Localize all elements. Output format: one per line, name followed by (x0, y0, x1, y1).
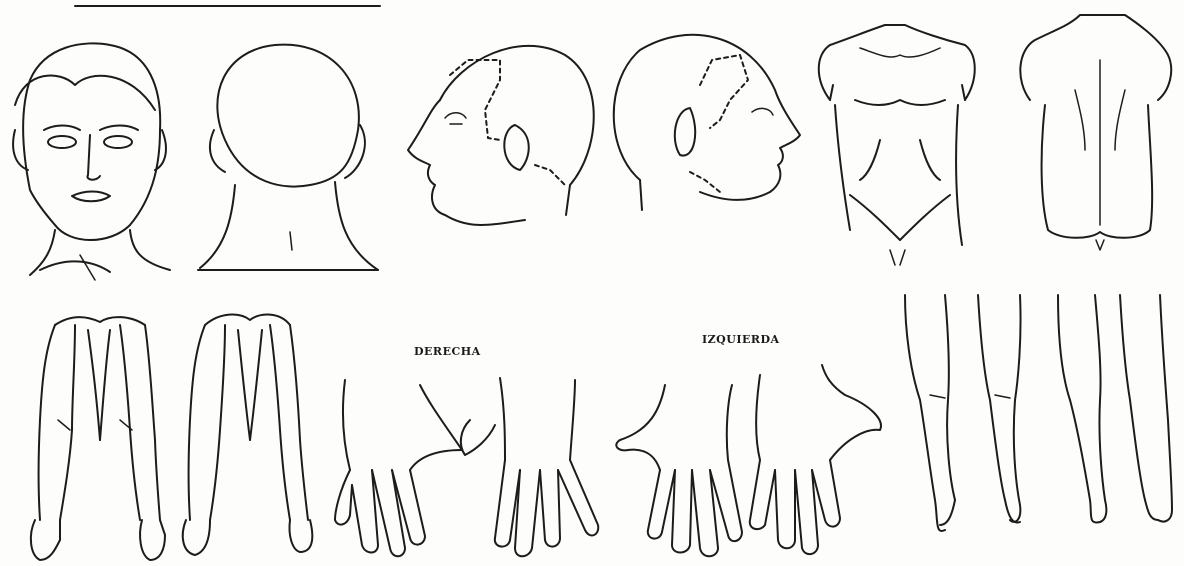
head-back-view (198, 45, 378, 270)
torso-front-view (819, 25, 975, 265)
arms-front-view (31, 317, 165, 560)
legs-back-view (1058, 295, 1172, 523)
head-left-profile (614, 35, 800, 210)
head-right-profile (408, 46, 594, 225)
right-hands-label: DERECHA (414, 345, 481, 358)
torso-back-view (1020, 15, 1171, 250)
right-hands-palm-and-back (335, 378, 598, 556)
arms-back-view (183, 315, 313, 555)
left-hands-label: IZQUIERDA (702, 333, 780, 346)
legs-front-view (905, 295, 1021, 531)
head-front-view (13, 43, 170, 280)
left-hands-palm-and-back (616, 365, 881, 556)
